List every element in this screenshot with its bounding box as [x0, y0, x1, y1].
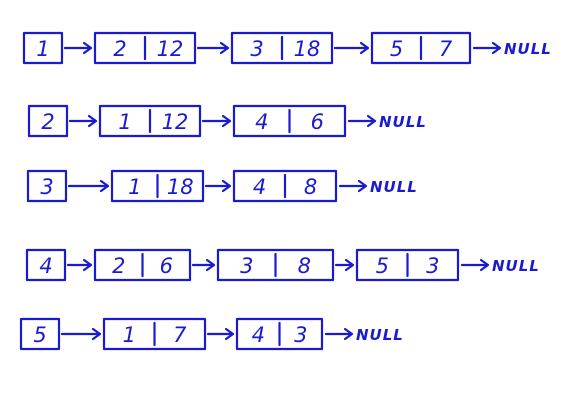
node-vertex: 5: [376, 254, 389, 278]
link-arrow: [67, 179, 110, 193]
link-arrow: [206, 327, 235, 341]
node-vertex: 3: [250, 37, 263, 61]
link-arrow: [60, 327, 102, 341]
link-arrow: [334, 258, 355, 272]
list-node: [98, 104, 202, 138]
list-node: [355, 248, 460, 282]
head-label: 4: [39, 254, 52, 278]
node-vertex: 5: [390, 37, 403, 61]
node-weight: 6: [160, 254, 173, 278]
node-weight: 3: [426, 254, 439, 278]
node-vertex: 2: [113, 37, 126, 61]
node-weight: 12: [157, 37, 184, 61]
list-node: [370, 31, 472, 65]
head-box: [27, 104, 69, 138]
node-weight: 18: [294, 37, 321, 61]
node-vertex: 2: [112, 254, 125, 278]
node-weight: 8: [298, 254, 311, 278]
null-arrow: [324, 327, 354, 341]
link-arrow: [191, 258, 216, 272]
node-weight: 12: [162, 110, 189, 134]
list-node: [216, 248, 335, 282]
head-box: [26, 169, 68, 203]
link-arrow: [333, 41, 370, 55]
node-vertex: 4: [255, 110, 268, 134]
node-weight: 18: [167, 175, 194, 199]
link-arrow: [201, 114, 232, 128]
null-arrow: [460, 258, 490, 272]
list-node: [232, 169, 338, 203]
link-arrow: [204, 179, 232, 193]
node-weight: 3: [294, 323, 307, 347]
null-arrow: [472, 41, 502, 55]
node-vertex: 4: [253, 175, 266, 199]
head-label: 5: [33, 323, 46, 347]
null-label: NULL: [379, 113, 427, 131]
null-arrow: [338, 179, 368, 193]
node-vertex: 4: [252, 323, 265, 347]
list-node: [102, 317, 207, 351]
node-vertex: 1: [128, 175, 141, 199]
node-vertex: 3: [240, 254, 253, 278]
list-node: [230, 31, 334, 65]
node-weight: 7: [173, 323, 187, 347]
head-label: 1: [36, 37, 49, 61]
list-node: [110, 169, 205, 203]
node-weight: 6: [311, 110, 324, 134]
link-arrow: [196, 41, 230, 55]
list-node: [235, 317, 324, 351]
null-label: NULL: [356, 326, 404, 344]
head-box: [19, 317, 61, 351]
list-node: [93, 31, 197, 65]
list-node: [93, 248, 192, 282]
head-box: [22, 31, 64, 65]
null-arrow: [347, 114, 377, 128]
head-box: [25, 248, 67, 282]
node-weight: 7: [439, 37, 453, 61]
null-label: NULL: [492, 257, 540, 275]
link-arrow: [63, 41, 93, 55]
node-vertex: 1: [118, 110, 131, 134]
head-label: 3: [40, 175, 53, 199]
null-label: NULL: [370, 178, 418, 196]
node-vertex: 1: [123, 323, 136, 347]
link-arrow: [66, 258, 93, 272]
null-label: NULL: [504, 40, 552, 58]
list-node: [232, 104, 347, 138]
link-arrow: [68, 114, 98, 128]
head-label: 2: [41, 110, 54, 134]
node-weight: 8: [304, 175, 317, 199]
